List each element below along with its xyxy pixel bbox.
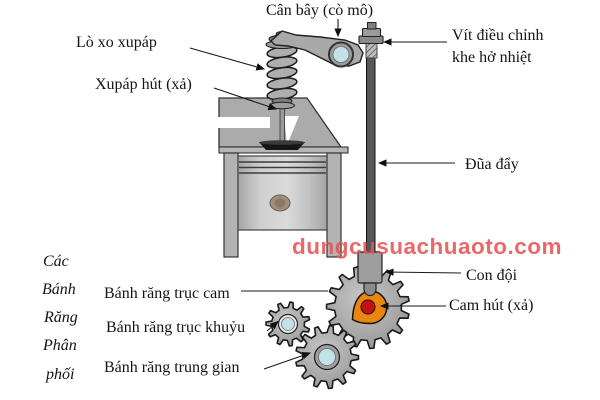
label-intake-valve: Xupáp hút (xả) (95, 76, 192, 93)
leader-lines (189, 19, 462, 370)
group-word: Bánh (42, 281, 76, 298)
leader-valve-spring (189, 47, 266, 71)
group-word: Các (43, 253, 69, 270)
leader-tappet (384, 268, 462, 276)
label-camshaft-gear: Bánh răng trục cam (104, 285, 230, 302)
leader-crank-gear (266, 320, 279, 332)
label-pushrod: Đũa đẩy (465, 156, 519, 173)
group-word: Răng (44, 309, 78, 326)
crank-gear-hub (281, 317, 295, 331)
screw-locknut (358, 35, 384, 45)
group-word: phối (46, 366, 75, 383)
label-idler-gear: Bánh răng trung gian (104, 359, 240, 376)
label-valve-spring: Lò xo xupáp (76, 34, 157, 51)
tappet-foot (363, 282, 377, 297)
label-adjusting-screw: Vít điều chỉnh khe hở nhiệt (452, 27, 544, 66)
valve-port-notch (284, 116, 299, 145)
head-notch (218, 117, 270, 128)
label-cam: Cam hút (xả) (449, 297, 534, 314)
tappet (357, 251, 383, 297)
leader-valve (213, 87, 278, 111)
label-tappet: Con đội (466, 267, 518, 284)
piston (237, 155, 328, 231)
cylinder-wall-left (223, 152, 239, 258)
screw-nut (361, 27, 382, 38)
idler-gear-hub (318, 348, 336, 366)
valve-head-top (259, 140, 305, 145)
cam-center (360, 299, 376, 315)
label-crankshaft-gear: Bánh răng trục khuỷu (106, 319, 246, 336)
rocker-arm (269, 30, 364, 68)
rocker-pivot (332, 46, 350, 63)
watermark-text: dungcusuachuaoto.com (292, 234, 563, 259)
pushrod-shape (366, 57, 376, 255)
screw-cap (367, 22, 377, 30)
screw-thread (365, 42, 378, 59)
valve-spring-coils (266, 45, 298, 101)
wrist-pin-center (274, 198, 286, 208)
adjusting-screw (358, 22, 384, 59)
group-word: Phân (43, 337, 77, 354)
label-rocker-arm: Cân bây (cò mô) (266, 2, 374, 19)
leader-idler-gear (263, 351, 312, 370)
